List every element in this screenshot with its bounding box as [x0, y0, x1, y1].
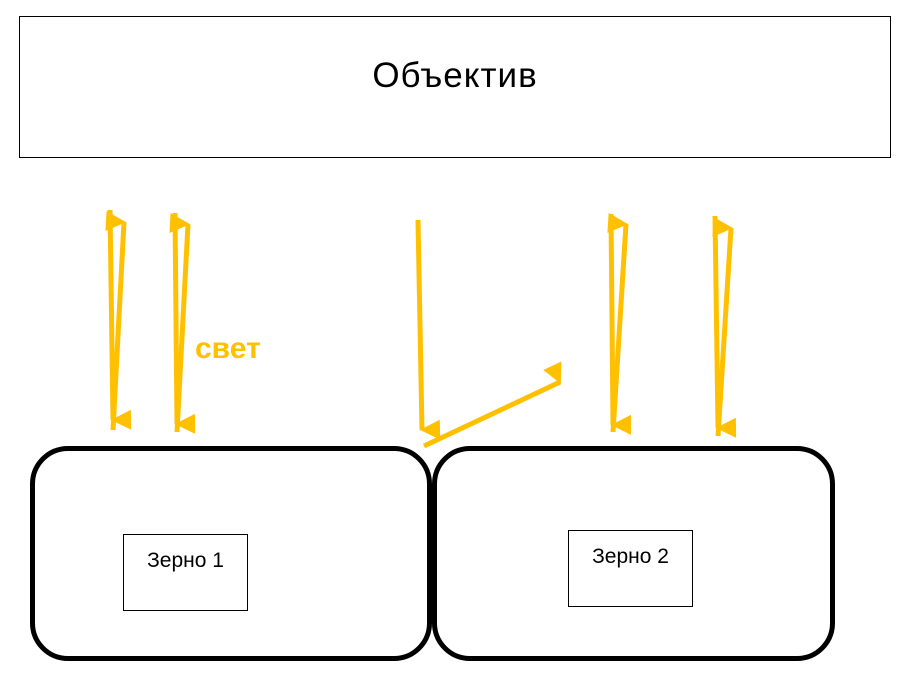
incident-ray-1 [107, 209, 132, 430]
incident-ray-2 [172, 212, 196, 434]
objective-title: Объектив [372, 56, 538, 95]
grain-label-2: Зерно 2 [568, 530, 693, 607]
reflected-ray-5 [712, 216, 734, 437]
objective-box: Объектив [19, 16, 891, 158]
reflected-ray-2 [169, 213, 191, 433]
grain-label-2-text: Зерно 2 [592, 545, 669, 568]
incident-ray-5 [712, 215, 737, 438]
incident-ray-4 [608, 213, 632, 435]
light-label: свет [195, 332, 261, 365]
reflected-ray-1 [105, 211, 127, 431]
grain-label-1-text: Зерно 1 [147, 549, 224, 572]
incident-ray-3 [415, 219, 441, 440]
scattered-ray [422, 361, 562, 449]
grain-label-1: Зерно 1 [123, 534, 248, 611]
reflected-ray-4 [607, 212, 629, 433]
